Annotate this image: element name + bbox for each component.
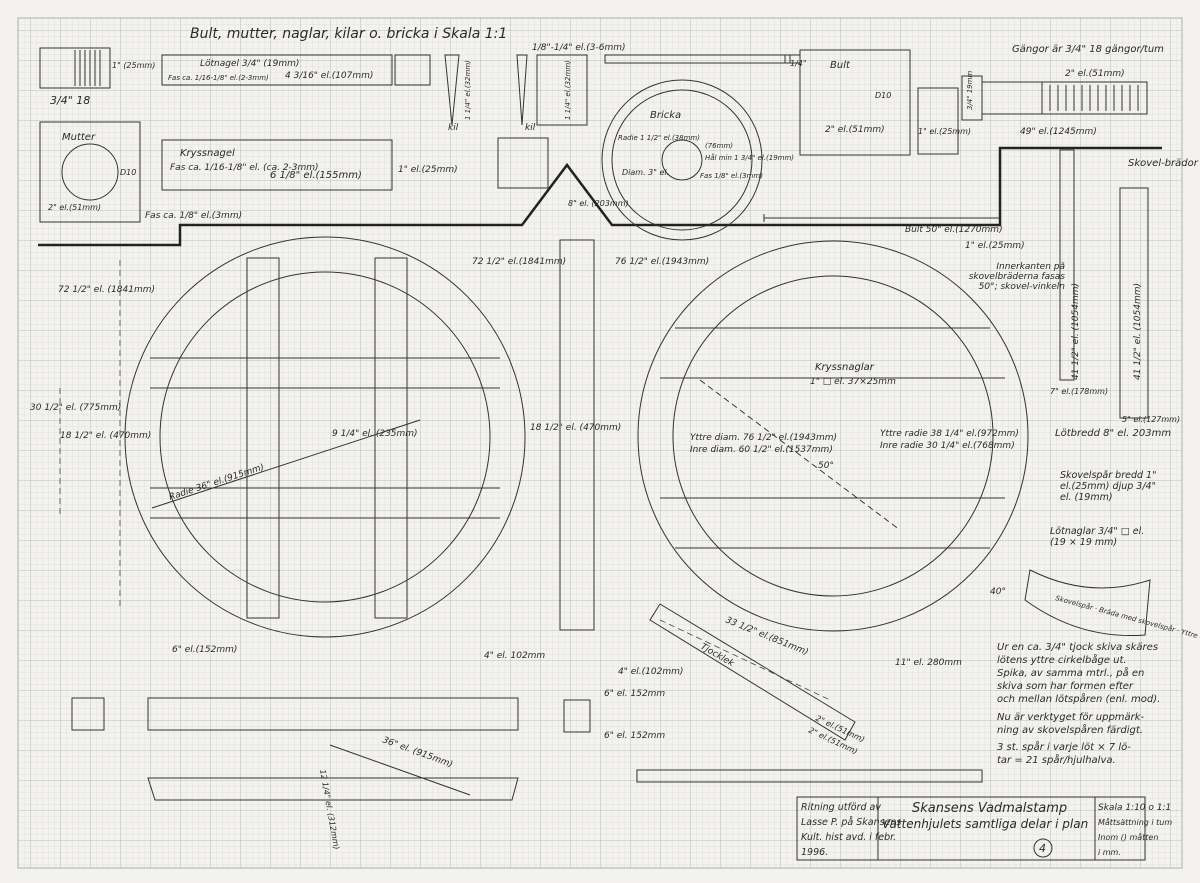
scale-line: Måttsättning i tum xyxy=(1098,817,1172,827)
label: 76 1/2" el.(1943mm) xyxy=(615,257,709,267)
label: 8" el. (203mm) xyxy=(568,199,629,208)
label: 6" el. 152mm xyxy=(604,731,665,741)
note-line: tar = 21 spår/hjulhalva. xyxy=(997,753,1116,766)
label: 72 1/2" el. (1841mm) xyxy=(58,285,155,295)
note-line: skiva som har formen efter xyxy=(997,681,1134,692)
label: 41 1/2" el. (1054mm) xyxy=(1071,283,1081,380)
sheet-number: 4 xyxy=(1039,842,1046,855)
label: 50° xyxy=(818,461,834,471)
label: Skovelspår bredd 1" el.(25mm) djup 3/4" … xyxy=(1060,470,1157,503)
label: 41 1/2" el. (1054mm) xyxy=(1133,283,1143,380)
label: Hål min 1 3/4" el.(19mm) xyxy=(705,153,794,162)
label: 3/4" 18 xyxy=(50,94,90,107)
label: Bult 50" el.(1270mm) xyxy=(905,225,1003,235)
label: Yttre radie 38 1/4" el.(972mm) xyxy=(880,429,1019,439)
label: 4" el. 102mm xyxy=(484,651,545,661)
author-line: Lasse P. på Skansens xyxy=(801,817,901,828)
note-innerkanten: Innerkanten på skovelbräderna fasas 50°;… xyxy=(968,262,1065,292)
label: Fas ca. 1/16-1/8" el. (ca. 2-3mm) xyxy=(170,163,319,173)
label: 30 1/2" el. (775mm) xyxy=(30,403,121,413)
label: Radie 1 1/2" el.(38mm) xyxy=(618,134,700,142)
label: 6" el. 152mm xyxy=(604,689,665,699)
project-subtitle: Vattenhjulets samtliga delar i plan xyxy=(882,817,1088,831)
author-line: Ritning utförd av xyxy=(801,802,881,813)
label: (76mm) xyxy=(705,142,733,150)
label: 6" el.(152mm) xyxy=(172,645,237,655)
label: Lötbredd 8" el. 203mm xyxy=(1055,428,1171,439)
note-latnaglar: Lötnaglar 3/4" □ el. (19 × 19 mm) xyxy=(1050,526,1145,548)
author-line: 1996. xyxy=(801,847,828,858)
label: Diam. 3" el. xyxy=(622,168,669,177)
label: 2" el.(51mm) xyxy=(48,203,101,212)
label: 1/8"-1/4" el.(3-6mm) xyxy=(532,43,626,53)
label: 1" el.(25mm) xyxy=(918,127,971,136)
label: 11" el. 280mm xyxy=(895,658,962,668)
note-skovelspar: Skovelspår bredd 1" el.(25mm) djup 3/4" … xyxy=(1060,470,1157,503)
note-line: ning av skovelspåren färdigt. xyxy=(997,723,1143,736)
label: Gängor är 3/4" 18 gängor/tum xyxy=(1012,44,1164,55)
label: 4" el.(102mm) xyxy=(618,667,683,677)
label: Kryssnagel xyxy=(180,148,235,159)
note-line: Ur en ca. 3/4" tjock skiva skäres xyxy=(997,642,1158,653)
label: Inre diam. 60 1/2" el.(1537mm) xyxy=(690,445,833,455)
label: Yttre diam. 76 1/2" el.(1943mm) xyxy=(690,433,837,443)
top-parts xyxy=(38,47,1162,247)
label: Fas ca. 1/8" el.(3mm) xyxy=(145,211,242,221)
note-line: Nu är verktyget för uppmärk- xyxy=(997,712,1145,723)
label: 1" el.(25mm) xyxy=(398,165,458,175)
label: D10 xyxy=(120,168,136,177)
label: 6 1/8" el.(155mm) xyxy=(270,170,362,181)
label: kil xyxy=(448,123,459,133)
label: Innerkanten på skovelbräderna fasas 50°;… xyxy=(968,262,1065,292)
right-wheel xyxy=(636,149,1151,783)
label: 5" el.(127mm) xyxy=(1122,415,1180,424)
note-line: och mellan lötspåren (enl. mod). xyxy=(997,692,1160,705)
label: Skovel-brädor xyxy=(1128,158,1199,169)
label: 1/4" xyxy=(790,59,807,68)
label: 40° xyxy=(990,587,1006,597)
label: kil xyxy=(525,123,536,133)
label: 1" el.(25mm) xyxy=(965,241,1025,251)
label: 4 3/16" el.(107mm) xyxy=(285,71,373,81)
label: 18 1/2" el. (470mm) xyxy=(60,431,151,441)
label: 1" □ el. 37×25mm xyxy=(810,377,896,387)
graph-paper xyxy=(17,17,1183,869)
project-title: Skansens Vadmalstamp xyxy=(912,801,1067,816)
label: Fas 1/8" el.(3mm) xyxy=(700,172,763,180)
label: 72 1/2" el.(1841mm) xyxy=(472,257,566,267)
label: Fas ca. 1/16-1/8" el.(2-3mm) xyxy=(168,74,269,82)
title-block xyxy=(796,796,1146,861)
label: Kryssnaglar xyxy=(815,362,875,373)
label: 1" (25mm) xyxy=(112,61,155,70)
note-line: lötens yttre cirkelbåge ut. xyxy=(997,653,1127,666)
label: 49" el.(1245mm) xyxy=(1020,127,1097,137)
label: 2" el.(51mm) xyxy=(1065,69,1125,79)
author-line: Kult. hist avd. i febr. xyxy=(801,832,896,843)
note-line: 3 st. spår i varje löt × 7 lö- xyxy=(997,740,1131,753)
label: 18 1/2" el. (470mm) xyxy=(530,423,621,433)
label: 7" el.(178mm) xyxy=(1050,387,1108,396)
note-line: Spika, av samma mtrl., på en xyxy=(997,666,1144,679)
label: 1 1/4" el.(32mm) xyxy=(464,60,472,120)
label: 3/4" 19mm xyxy=(966,71,974,110)
label: Bult xyxy=(830,60,851,71)
scale-line: Inom () måtten xyxy=(1098,832,1158,842)
label: Lötnaglar 3/4" □ el. (19 × 19 mm) xyxy=(1050,526,1145,548)
label: Inre radie 30 1/4" el.(768mm) xyxy=(880,441,1015,451)
label: Bricka xyxy=(650,110,681,121)
label: 2" el.(51mm) xyxy=(825,125,885,135)
note-1: Ur en ca. 3/4" tjock skiva skäres lötens… xyxy=(997,642,1160,766)
left-wheel xyxy=(59,236,595,801)
label: 1 1/4" el.(32mm) xyxy=(564,60,572,120)
scale-line: i mm. xyxy=(1098,848,1121,857)
label: D10 xyxy=(875,91,891,100)
label: Lötnagel 3/4" (19mm) xyxy=(200,59,299,69)
drawing-title: Bult, mutter, naglar, kilar o. bricka i … xyxy=(190,26,507,42)
scale-line: Skala 1:10 o 1:1 xyxy=(1098,803,1171,813)
label: 9 1/4" el. (235mm) xyxy=(332,429,418,439)
label: Mutter xyxy=(62,132,96,143)
